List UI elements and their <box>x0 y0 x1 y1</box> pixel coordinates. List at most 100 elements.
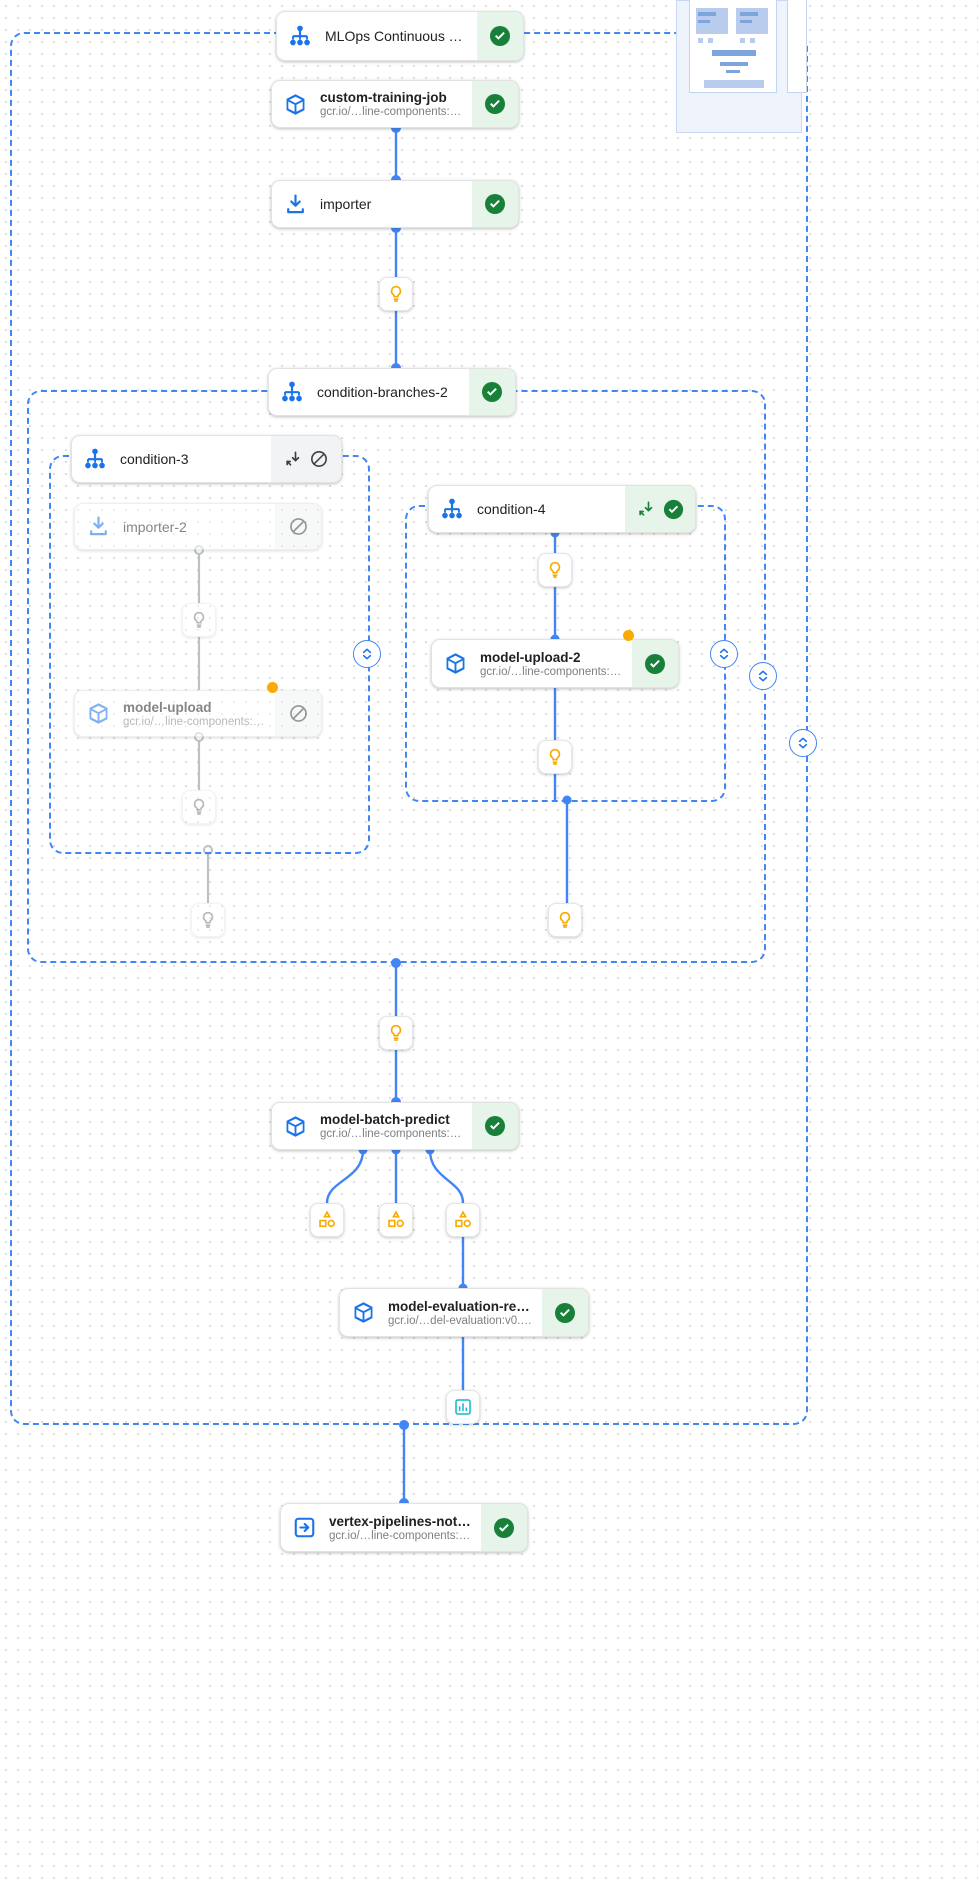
minimap-block <box>720 62 748 66</box>
node-condition-branches-2[interactable]: condition-branches-2 <box>268 368 516 416</box>
node-condition-4[interactable]: condition-4 <box>428 485 696 533</box>
minimap-block <box>698 12 716 16</box>
node-title: custom-training-job <box>320 90 447 105</box>
artifact-shapes-icon <box>455 1210 471 1228</box>
check-circle-icon <box>494 1517 514 1538</box>
node-text: vertex-pipelines-notificat… gcr.io/…line… <box>327 1504 481 1551</box>
status-badge-skipped[interactable] <box>275 691 321 736</box>
graph-minimap[interactable] <box>676 0 807 133</box>
status-badge-succeeded[interactable] <box>542 1289 588 1336</box>
node-text: MLOps Continuous Traini… <box>323 12 477 60</box>
collapse-toggle-root[interactable] <box>789 729 817 757</box>
skipped-circle-slash-icon <box>311 451 327 467</box>
lightbulb-icon <box>390 1024 402 1041</box>
mini-node-artifact-branches-out[interactable] <box>379 1016 413 1050</box>
minimap-block <box>750 38 755 43</box>
status-badge-skipped[interactable] <box>275 504 321 549</box>
mini-node-artifact-after-model-upload[interactable] <box>182 790 216 824</box>
chevron-double-vertical-icon <box>719 648 729 660</box>
status-badge-succeeded[interactable] <box>625 486 695 532</box>
dag-hierarchy-icon <box>269 369 315 415</box>
status-badge-succeeded[interactable] <box>477 12 523 60</box>
collapse-toggle-condition-3[interactable] <box>353 640 381 668</box>
mini-node-artifact-after-importer-2[interactable] <box>182 603 216 637</box>
node-title: model-batch-predict <box>320 1112 450 1127</box>
check-circle-icon <box>490 26 510 46</box>
lightbulb-icon <box>549 748 561 765</box>
status-badge-succeeded[interactable] <box>632 640 678 687</box>
mini-node-artifact-condition-4-out[interactable] <box>548 903 582 937</box>
check-circle-icon <box>645 653 665 674</box>
import-download-icon <box>272 181 318 227</box>
container-cube-icon <box>432 640 478 687</box>
minimap-viewport <box>689 0 777 93</box>
node-subtitle: gcr.io/…line-components:2.6.0 <box>329 1529 471 1542</box>
node-mlops-continuous-training[interactable]: MLOps Continuous Traini… <box>276 11 524 61</box>
status-badge-succeeded[interactable] <box>469 369 515 415</box>
dag-hierarchy-icon <box>277 12 323 60</box>
chevron-double-vertical-icon <box>758 670 768 682</box>
node-title: model-upload <box>123 699 212 715</box>
exit-arrow-icon <box>281 1504 327 1551</box>
minimap-block <box>704 80 764 88</box>
node-text: condition-branches-2 <box>315 369 469 415</box>
container-cube-icon <box>272 81 318 127</box>
chevron-double-vertical-icon <box>798 737 808 749</box>
mini-node-artifact-before-model-upload-2[interactable] <box>538 553 572 587</box>
status-badge-skipped[interactable] <box>271 436 341 482</box>
node-model-batch-predict[interactable]: model-batch-predict gcr.io/…line-compone… <box>271 1102 519 1150</box>
minimap-block <box>726 70 740 73</box>
node-title: condition-3 <box>120 451 189 467</box>
check-circle-icon <box>485 194 505 214</box>
artifact-shapes-icon <box>388 1210 404 1228</box>
mini-node-artifact-batch-predict-2[interactable] <box>379 1203 413 1237</box>
node-text: model-upload-2 gcr.io/…line-components:2… <box>478 640 632 687</box>
minimap-block <box>740 38 745 43</box>
mini-node-artifact-batch-predict-3[interactable] <box>446 1203 480 1237</box>
check-circle-icon <box>485 1116 505 1136</box>
skipped-circle-slash-icon <box>289 518 307 535</box>
status-badge-succeeded[interactable] <box>472 81 518 127</box>
node-subtitle: gcr.io/…line-components:2.6.0 <box>320 1128 462 1140</box>
minimap-block <box>698 38 703 43</box>
dag-hierarchy-icon <box>429 486 475 532</box>
minimap-block <box>698 20 710 23</box>
node-text: model-evaluation-regres… gcr.io/…del-eva… <box>386 1289 542 1336</box>
node-vertex-pipelines-notification[interactable]: vertex-pipelines-notificat… gcr.io/…line… <box>280 1503 528 1552</box>
mini-node-artifact-evaluation-metrics[interactable] <box>446 1390 480 1424</box>
node-custom-training-job[interactable]: custom-training-job gcr.io/…line-compone… <box>271 80 519 128</box>
node-model-upload-2[interactable]: model-upload-2 gcr.io/…line-components:2… <box>431 639 679 688</box>
import-download-icon <box>75 504 121 549</box>
status-badge-succeeded[interactable] <box>472 1103 518 1149</box>
mini-node-artifact-after-model-upload-2[interactable] <box>538 740 572 774</box>
mini-node-artifact-after-importer[interactable] <box>379 277 413 311</box>
chevron-double-vertical-icon <box>362 648 372 660</box>
skipped-circle-slash-icon <box>289 705 307 722</box>
status-badge-succeeded[interactable] <box>472 181 518 227</box>
node-model-upload[interactable]: model-upload gcr.io/…line-components:2.6… <box>74 690 322 737</box>
collapse-toggle-condition-4[interactable] <box>710 640 738 668</box>
node-subtitle: gcr.io/…line-components:2.6.0 <box>320 106 462 118</box>
node-title: vertex-pipelines-notificat… <box>329 1513 471 1529</box>
node-importer[interactable]: importer <box>271 180 519 228</box>
node-importer-2[interactable]: importer-2 <box>74 503 322 550</box>
node-title: importer-2 <box>123 518 187 535</box>
node-title: importer <box>320 196 372 212</box>
node-title: condition-branches-2 <box>317 384 448 400</box>
mini-node-artifact-batch-predict-1[interactable] <box>310 1203 344 1237</box>
dag-hierarchy-icon <box>72 436 118 482</box>
mini-node-artifact-condition-3-out[interactable] <box>191 903 225 937</box>
container-cube-icon <box>340 1289 386 1336</box>
node-condition-3[interactable]: condition-3 <box>71 435 342 483</box>
minimap-edge-strip <box>787 0 807 93</box>
changed-indicator-dot-model-upload <box>267 682 278 693</box>
container-cube-icon <box>272 1103 318 1149</box>
collapse-toggle-condition-branches-2[interactable] <box>749 662 777 690</box>
check-circle-icon <box>485 94 505 114</box>
minimap-block <box>740 20 752 23</box>
status-badge-succeeded[interactable] <box>481 1504 527 1551</box>
check-circle-icon <box>482 382 502 402</box>
changed-indicator-dot-model-upload-2 <box>623 630 634 641</box>
node-model-evaluation-regression[interactable]: model-evaluation-regres… gcr.io/…del-eva… <box>339 1288 589 1337</box>
